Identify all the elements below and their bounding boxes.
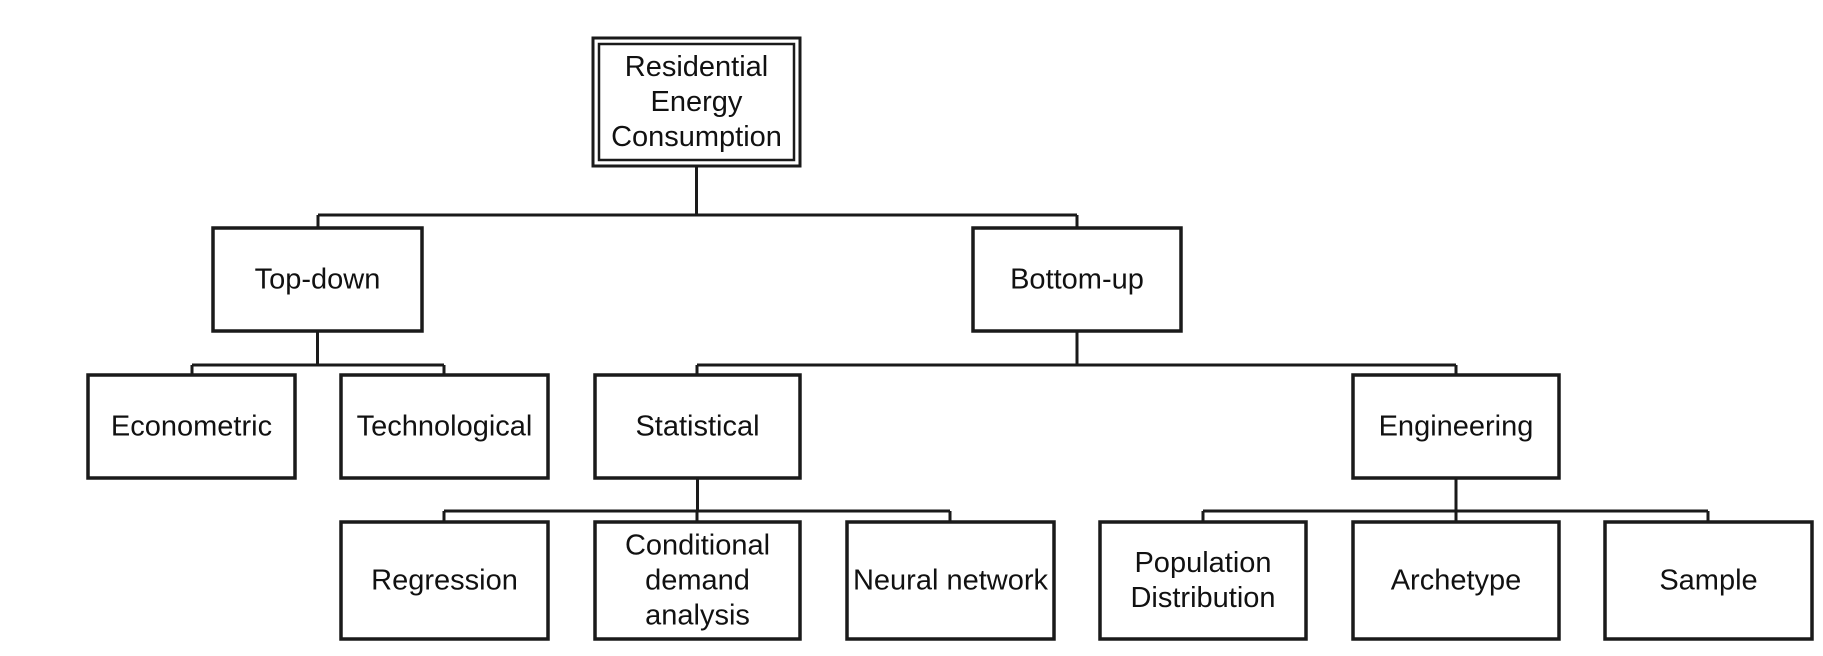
node-engineering: Engineering xyxy=(1351,373,1561,480)
node-archetype: Archetype xyxy=(1351,520,1561,641)
node-label-line: Population xyxy=(1134,547,1271,579)
node-bottom-up: Bottom-up xyxy=(971,226,1183,333)
node-label-line: Bottom-up xyxy=(1010,264,1144,296)
node-label-line: Energy xyxy=(651,86,743,118)
node-label-line: analysis xyxy=(645,600,750,632)
node-technological: Technological xyxy=(339,373,550,480)
node-box xyxy=(1351,373,1561,480)
node-box xyxy=(593,520,802,641)
node-label-line: Engineering xyxy=(1379,411,1534,443)
root-box-outer-border xyxy=(591,36,802,168)
node-box xyxy=(211,226,424,333)
node-label: Engineering xyxy=(1379,411,1534,443)
node-box xyxy=(971,226,1183,333)
node-label: Technological xyxy=(357,411,533,443)
node-label-line: Econometric xyxy=(111,411,272,443)
node-label-line: Neural network xyxy=(853,565,1049,597)
node-label-line: Archetype xyxy=(1391,565,1522,597)
node-label: Sample xyxy=(1659,565,1757,597)
connector-lines xyxy=(190,166,1710,522)
node-label-line: Consumption xyxy=(611,121,782,153)
node-box xyxy=(593,373,802,480)
node-box xyxy=(86,373,297,480)
node-label: Top-down xyxy=(255,264,381,296)
node-label-line: Technological xyxy=(357,411,533,443)
node-box xyxy=(1603,520,1814,641)
node-label: Econometric xyxy=(111,411,272,443)
node-sample: Sample xyxy=(1603,520,1814,641)
node-label-line: Residential xyxy=(625,51,768,83)
node-box xyxy=(845,520,1056,641)
node-label: Neural network xyxy=(853,565,1049,597)
node-label-line: Sample xyxy=(1659,565,1757,597)
root-box-inner-border xyxy=(597,42,796,162)
node-top-down: Top-down xyxy=(211,226,424,333)
node-label: Statistical xyxy=(635,411,759,443)
node-label-line: Regression xyxy=(371,565,518,597)
node-econometric: Econometric xyxy=(86,373,297,480)
node-label-line: demand xyxy=(645,565,750,597)
node-neural-network: Neural network xyxy=(845,520,1056,641)
node-label-line: Top-down xyxy=(255,264,381,296)
node-label: Archetype xyxy=(1391,565,1522,597)
node-label: Regression xyxy=(371,565,518,597)
node-box xyxy=(339,520,550,641)
node-label: Bottom-up xyxy=(1010,264,1144,296)
node-box xyxy=(339,373,550,480)
node-label-line: Conditional xyxy=(625,530,770,562)
node-label-line: Statistical xyxy=(635,411,759,443)
node-box xyxy=(1098,520,1308,641)
node-statistical: Statistical xyxy=(593,373,802,480)
node-box xyxy=(1351,520,1561,641)
node-regression: Regression xyxy=(339,520,550,641)
node-label-line: Distribution xyxy=(1130,582,1275,614)
